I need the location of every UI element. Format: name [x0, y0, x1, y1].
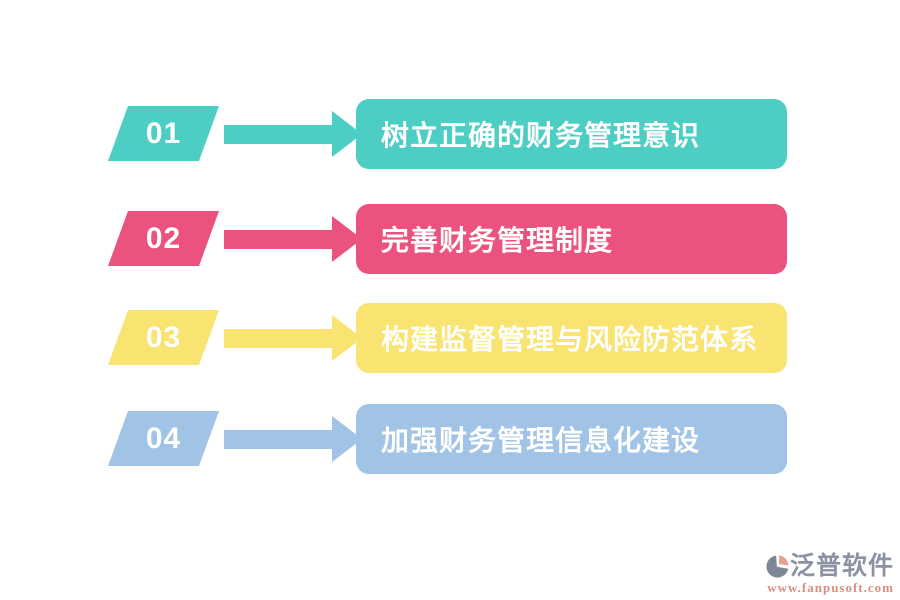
step-row: 01 树立正确的财务管理意识: [0, 99, 900, 169]
arrow-icon: [224, 230, 332, 249]
arrow-icon: [224, 430, 332, 449]
arrow-icon: [224, 329, 332, 348]
step-number-parallelogram: 02: [107, 211, 220, 266]
watermark-url: www.fanpusoft.com: [767, 580, 894, 595]
fanpu-logo-icon: [766, 555, 789, 578]
step-number-parallelogram: 04: [107, 411, 220, 466]
step-label-box: 加强财务管理信息化建设: [356, 404, 787, 474]
watermark-brand-text: 泛普软件: [789, 553, 894, 580]
watermark: 泛普软件 www.fanpusoft.com: [766, 553, 894, 595]
step-label: 构建监督管理与风险防范体系: [381, 324, 759, 355]
step-label-box: 完善财务管理制度: [356, 204, 787, 274]
arrow-icon: [224, 125, 332, 144]
watermark-brand-row: 泛普软件: [766, 553, 894, 580]
step-row: 03 构建监督管理与风险防范体系: [0, 303, 900, 373]
step-label-box: 树立正确的财务管理意识: [356, 99, 787, 169]
step-label: 完善财务管理制度: [381, 225, 614, 256]
step-label: 树立正确的财务管理意识: [381, 120, 701, 151]
step-label-box: 构建监督管理与风险防范体系: [356, 303, 787, 373]
step-number: 01: [145, 116, 182, 150]
step-number-parallelogram: 03: [107, 310, 220, 365]
step-number: 03: [145, 320, 182, 354]
step-number-parallelogram: 01: [107, 106, 220, 161]
step-label: 加强财务管理信息化建设: [381, 425, 701, 456]
step-row: 04 加强财务管理信息化建设: [0, 404, 900, 474]
step-number: 04: [145, 421, 182, 455]
step-number: 02: [145, 221, 182, 255]
step-row: 02 完善财务管理制度: [0, 204, 900, 274]
